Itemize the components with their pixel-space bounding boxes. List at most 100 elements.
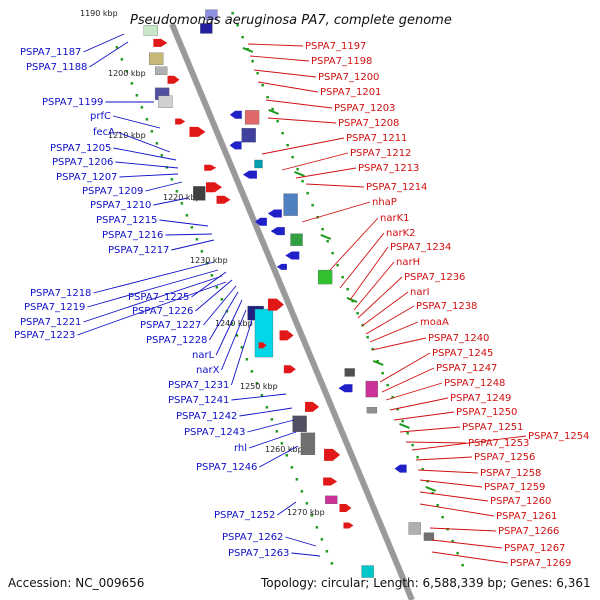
gene-feature (270, 227, 285, 236)
gene-feature (149, 52, 164, 65)
scale-dot (125, 70, 129, 73)
scale-tick (242, 46, 254, 53)
scale-dot (310, 514, 314, 517)
gene-label: PSPA7_1226 (132, 306, 193, 317)
gene-label: PSPA7_1211 (346, 133, 407, 144)
label-leader (265, 99, 333, 109)
gene-label: PSPA7_1248 (444, 378, 505, 389)
gene-feature (408, 522, 421, 535)
accession-text: Accession: NC_009656 (8, 576, 144, 590)
gene-feature (305, 401, 320, 412)
gene-label: PSPA7_1210 (90, 200, 151, 211)
scale-dot (135, 94, 139, 97)
gene-label: narL (192, 350, 215, 361)
scale-dot (255, 382, 259, 385)
scale-dot (230, 322, 234, 325)
gene-feature (229, 141, 242, 150)
scale-dot (241, 35, 244, 39)
gene-label: moaA (420, 317, 449, 328)
label-leader (379, 352, 431, 383)
label-leader (89, 41, 129, 68)
label-leader (87, 269, 219, 308)
gene-label: PSPA7_1250 (456, 407, 517, 418)
label-leader (247, 419, 295, 433)
label-leader (305, 183, 365, 188)
scale-dot (401, 419, 404, 423)
gene-label: narK2 (386, 228, 416, 239)
scale-dot (376, 359, 379, 363)
gene-feature (242, 170, 257, 179)
gene-label: PSPA7_1219 (24, 302, 85, 313)
gene-feature (229, 110, 242, 119)
scale-dot (140, 106, 144, 109)
label-leader (385, 382, 443, 401)
scale-dot (170, 178, 174, 181)
gene-label: PSPA7_1267 (504, 543, 565, 554)
gene-label: PSPA7_1231 (168, 380, 229, 391)
map-title: Pseudomonas aeruginosa PA7, complete gen… (130, 13, 452, 28)
gene-label: PSPA7_1213 (358, 163, 419, 174)
gene-label: PSPA7_1188 (26, 62, 87, 73)
gene-label: PSPA7_1240 (428, 333, 489, 344)
gene-label: PSPA7_1261 (496, 511, 557, 522)
scale-tick (372, 359, 384, 366)
gene-label: PSPA7_1227 (140, 320, 201, 331)
genome-backbone (169, 22, 415, 600)
scale-dot (256, 71, 259, 75)
label-leader (165, 233, 213, 236)
label-leaders (77, 33, 527, 564)
scale-dot (270, 418, 274, 421)
label-leader (203, 285, 237, 326)
scale-dot (291, 155, 294, 159)
scale-dot (276, 119, 279, 123)
label-leader (295, 167, 357, 179)
scale-tick (346, 296, 358, 303)
gene-feature (423, 532, 435, 541)
label-leader (267, 117, 337, 124)
label-leader (77, 281, 227, 336)
label-leader (253, 69, 317, 78)
scale-tick-label: 1240 kbp (215, 319, 253, 328)
label-leader (381, 367, 435, 393)
scale-dot (456, 551, 459, 555)
scale-tick-label: 1250 kbp (240, 382, 278, 391)
gene-label: rhl (234, 443, 247, 454)
gene-feature (324, 448, 341, 461)
label-leader (113, 147, 177, 161)
gene-label: PSPA7_1200 (318, 72, 379, 83)
label-leader (261, 137, 345, 155)
scale-tick (320, 233, 332, 240)
scale-tick (294, 170, 305, 177)
gene-feature (317, 269, 333, 285)
gene-feature (175, 118, 186, 125)
gene-feature (241, 128, 256, 143)
gene-feature (189, 126, 206, 137)
gene-label: PSPA7_1198 (311, 56, 372, 67)
label-leader (215, 299, 243, 356)
gene-label: PSPA7_1225 (128, 292, 189, 303)
label-leader (349, 246, 389, 301)
gene-label: PSPA7_1234 (390, 242, 451, 253)
scale-dot (281, 131, 284, 135)
gene-feature (254, 217, 267, 226)
label-leader (119, 173, 179, 178)
gene-feature (200, 23, 213, 34)
scale-dot (330, 562, 334, 565)
scale-dot (260, 394, 264, 397)
gene-label: PSPA7_1218 (30, 288, 91, 299)
scale-dot (220, 298, 224, 301)
gene-feature (366, 407, 378, 414)
scale-dot (150, 130, 154, 133)
label-leader (405, 441, 467, 444)
gene-label: PSPA7_1223 (14, 330, 75, 341)
label-leader (277, 501, 297, 516)
scale-dot (416, 455, 419, 459)
label-leader (371, 337, 427, 351)
scale-dot (366, 335, 369, 339)
label-leader (281, 152, 349, 171)
scale-dot (245, 358, 249, 361)
scale-dot (261, 83, 264, 87)
label-leader (415, 456, 473, 461)
